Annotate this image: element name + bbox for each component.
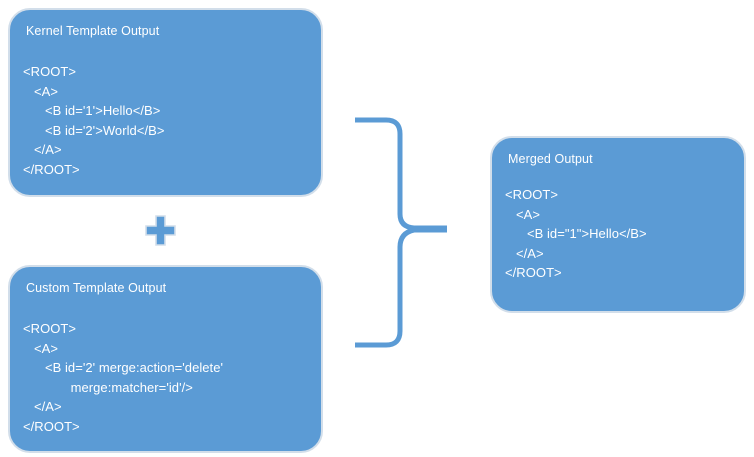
kernel-template-output-title: Kernel Template Output: [26, 24, 160, 38]
kernel-template-output-box: Kernel Template Output <ROOT> <A> <B id=…: [8, 8, 323, 197]
merged-output-box: Merged Output <ROOT> <A> <B id="1">Hello…: [490, 136, 746, 313]
merged-output-code: <ROOT> <A> <B id="1">Hello</B> </A> </RO…: [505, 187, 647, 280]
custom-template-output-code: <ROOT> <A> <B id='2' merge:action='delet…: [23, 321, 224, 434]
custom-template-output-title: Custom Template Output: [26, 281, 167, 295]
kernel-template-output-code: <ROOT> <A> <B id='1'>Hello</B> <B id='2'…: [23, 64, 165, 177]
custom-template-output-box: Custom Template Output <ROOT> <A> <B id=…: [8, 265, 323, 453]
plus-icon: [145, 215, 176, 246]
merged-output-title: Merged Output: [508, 152, 593, 166]
right-curly-brace-icon: [348, 110, 458, 355]
